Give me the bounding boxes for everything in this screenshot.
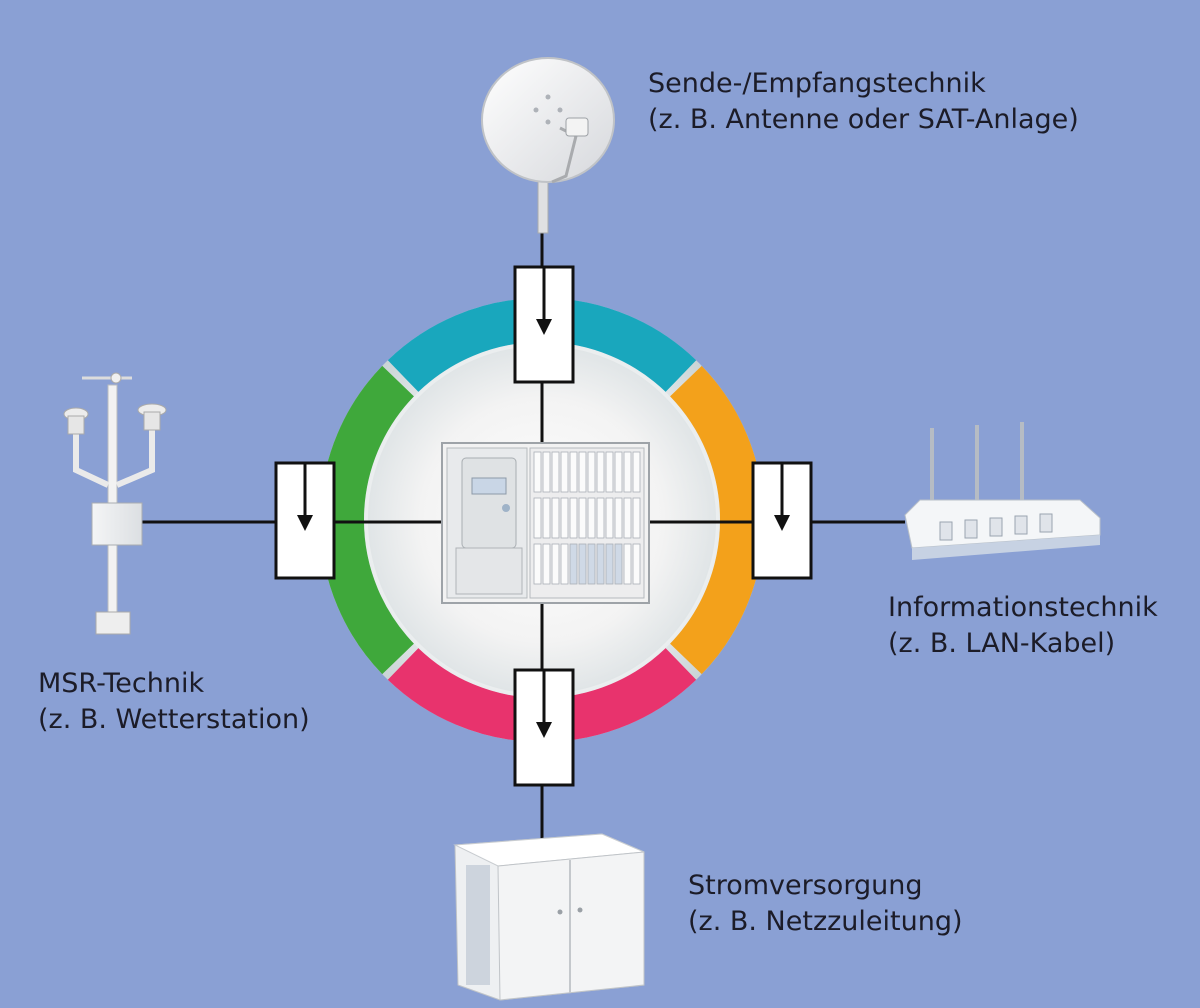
weather-station-icon — [63, 372, 167, 635]
ring-segment-left — [320, 365, 415, 675]
box-right — [751, 461, 813, 580]
box-right-arrow-head — [774, 515, 790, 531]
satellite-dish-icon — [481, 57, 615, 234]
transformer-station-icon — [453, 833, 645, 1001]
label-power-example: (z. B. Netzzuleitung) — [688, 906, 963, 937]
label-msr-example: (z. B. Wetterstation) — [38, 704, 310, 735]
label-power: Stromversorgung (z. B. Netzzuleitung) — [688, 868, 963, 940]
label-transmission: Sende-/Empfangstechnik (z. B. Antenne od… — [648, 66, 1079, 138]
box-left — [274, 461, 336, 580]
ring-segment-right — [669, 365, 764, 675]
label-transmission-example: (z. B. Antenne oder SAT-Anlage) — [648, 104, 1079, 135]
breaker-rows — [533, 451, 641, 585]
label-information-title: Informationstechnik — [888, 592, 1158, 623]
label-msr: MSR-Technik (z. B. Wetterstation) — [38, 666, 310, 738]
label-transmission-title: Sende-/Empfangstechnik — [648, 68, 986, 99]
box-bottom-arrow-head — [536, 722, 552, 738]
router-icon — [904, 422, 1101, 560]
label-information-example: (z. B. LAN-Kabel) — [888, 628, 1116, 659]
interface-boxes — [274, 265, 813, 787]
label-power-title: Stromversorgung — [688, 870, 923, 901]
box-top-arrow-head — [536, 319, 552, 335]
box-left-arrow-head — [297, 515, 313, 531]
box-top — [513, 265, 575, 384]
label-msr-title: MSR-Technik — [38, 668, 205, 699]
label-information: Informationstechnik (z. B. LAN-Kabel) — [888, 590, 1158, 662]
box-bottom — [513, 668, 575, 787]
distribution-cabinet-icon — [441, 442, 650, 604]
